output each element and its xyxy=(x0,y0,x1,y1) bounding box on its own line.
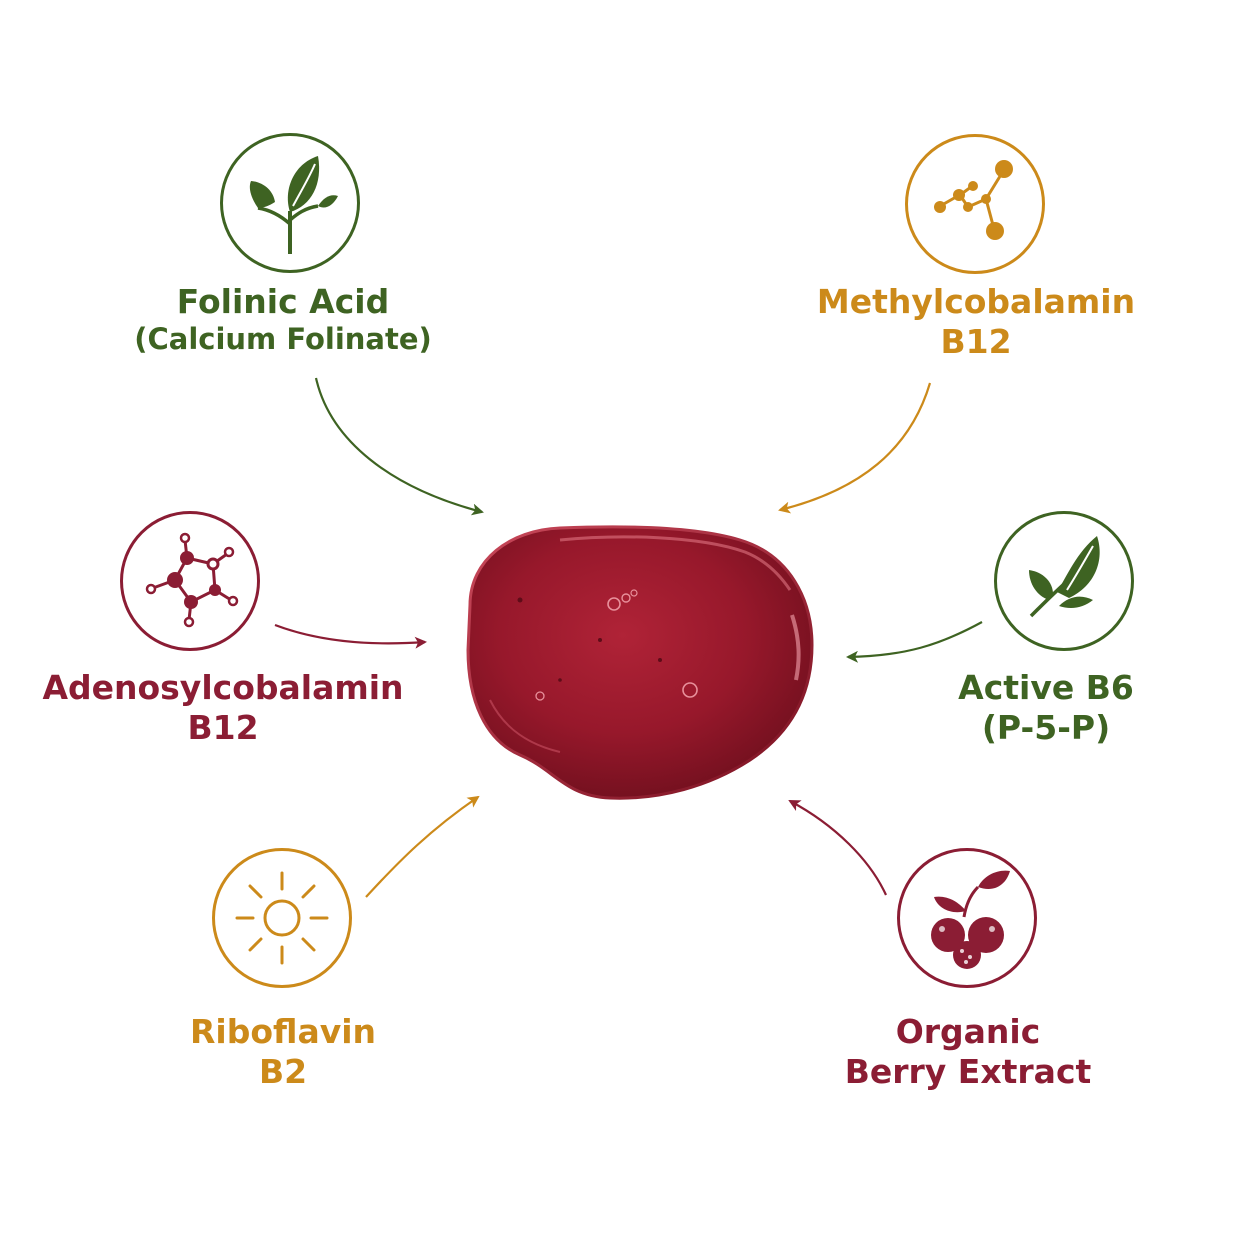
riboflavin-name: Riboflavin xyxy=(189,1012,377,1051)
riboflavin-detail: B2 xyxy=(258,1052,308,1092)
molecule-ring-icon xyxy=(120,511,260,651)
arrow-folinic-acid xyxy=(314,377,484,516)
berries-icon xyxy=(897,848,1037,988)
folinic-acid-name: Folinic Acid xyxy=(176,282,390,321)
arrow-adenosylcobalamin xyxy=(274,623,427,649)
arrow-methylcobalamin xyxy=(778,382,932,514)
leaf-icon xyxy=(994,511,1134,651)
methylcobalamin-detail: B12 xyxy=(940,322,1012,362)
arrow-active-b6 xyxy=(846,621,983,663)
arrow-riboflavin xyxy=(365,795,480,898)
arrow-berry-extract xyxy=(788,800,888,896)
leaf-sprout-icon xyxy=(220,133,360,273)
sun-icon xyxy=(212,848,352,988)
adenosylcobalamin-detail: B12 xyxy=(187,708,259,748)
active-b6-detail: (P-5-P) xyxy=(981,708,1111,748)
active-b6-name: Active B6 xyxy=(958,668,1134,707)
folinic-acid-detail: (Calcium Folinate) xyxy=(134,322,432,357)
molecule-chain-icon xyxy=(905,134,1045,274)
berry-extract-detail: Berry Extract xyxy=(844,1052,1092,1092)
methylcobalamin-name: Methylcobalamin xyxy=(816,282,1136,321)
berry-extract-name: Organic xyxy=(895,1012,1041,1051)
adenosylcobalamin-name: Adenosylcobalamin xyxy=(42,668,404,707)
